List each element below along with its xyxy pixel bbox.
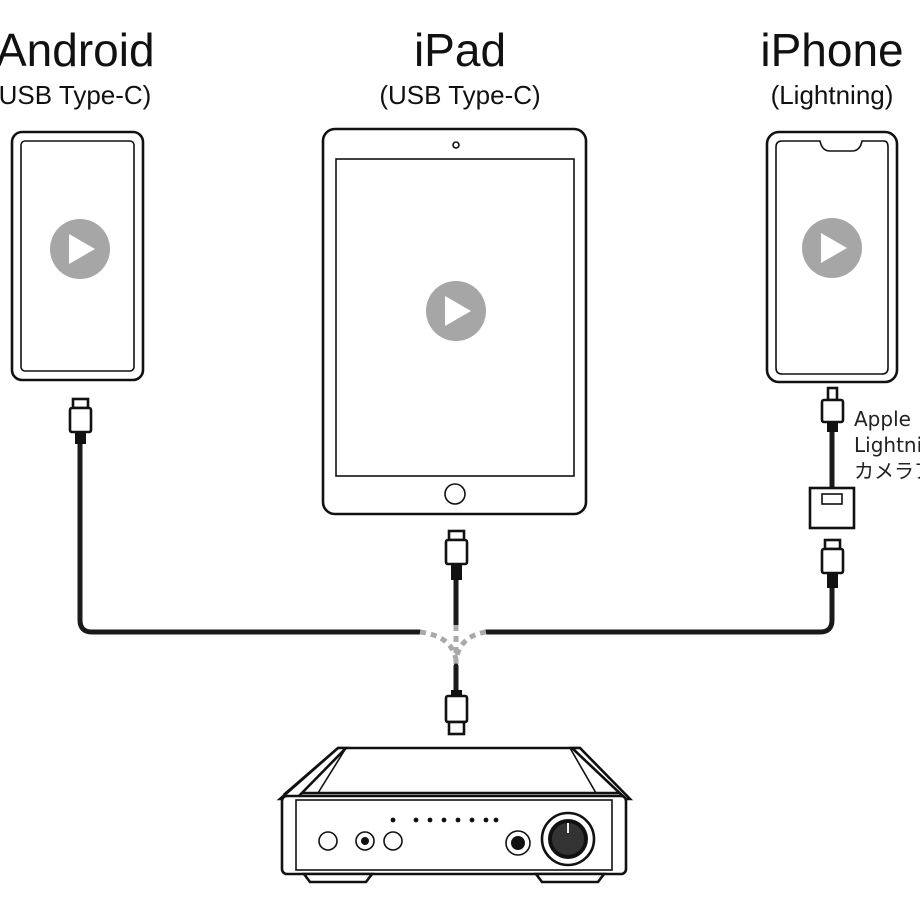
front-camera (452, 141, 460, 149)
android-title: Android (0, 24, 155, 76)
usb-c-connector-icon (820, 538, 845, 588)
ipad-title: iPad (414, 24, 506, 76)
usb-input-port (355, 831, 375, 851)
headphone-jack (505, 830, 531, 856)
volume-knob-icon (540, 811, 596, 867)
adapter-label-line1: Apple (854, 407, 911, 431)
play-icon (802, 218, 862, 278)
iphone-title: iPhone (760, 24, 903, 76)
android-cable (77, 441, 423, 635)
android-port-label: (USB Type-C) (0, 80, 151, 110)
ipad-port-label: (USB Type-C) (379, 80, 540, 110)
merge-dashes-left (419, 629, 459, 661)
merge-dashes-right (453, 629, 487, 661)
iphone-phone (765, 130, 899, 384)
input-selector-button (383, 831, 403, 851)
iphone-port-label: (Lightning) (771, 80, 894, 110)
usb-dac-amplifier (276, 746, 634, 884)
usb-c-connector-icon (444, 529, 469, 580)
play-icon (50, 219, 110, 279)
usb-c-connector-icon (68, 397, 93, 444)
home-button-icon (444, 483, 466, 505)
usb-c-connector-icon (444, 690, 469, 736)
iphone-cable (483, 585, 835, 635)
android-phone (10, 130, 145, 382)
ipad-tablet (321, 127, 588, 516)
indicator-leds (390, 817, 499, 823)
play-icon (426, 281, 486, 341)
power-button (318, 831, 338, 851)
adapter-label-line2: Lightni (854, 433, 920, 457)
lightning-connector-icon (820, 386, 845, 432)
adapter-label-line3: カメラア (854, 459, 920, 483)
lightning-camera-adapter (808, 486, 856, 530)
